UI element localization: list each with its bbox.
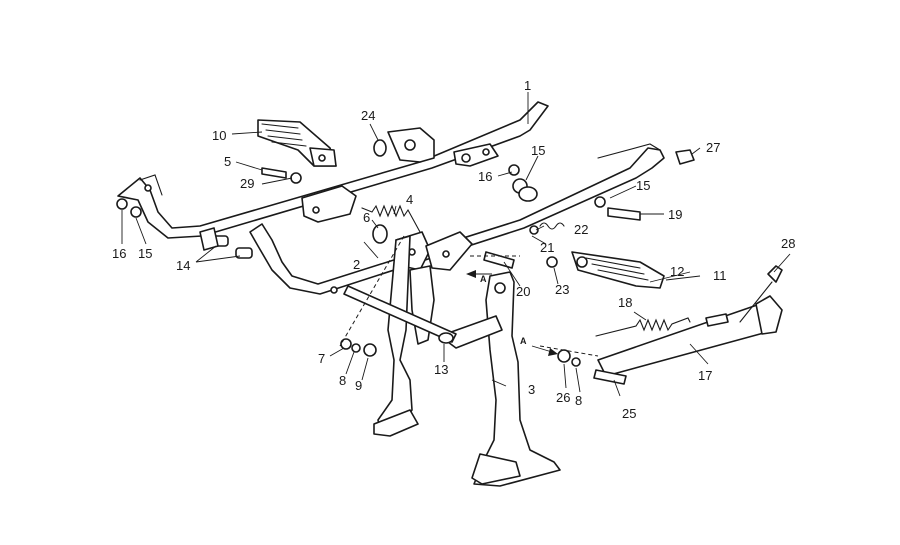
callout-29: 29 bbox=[240, 176, 254, 191]
callout-18: 18 bbox=[618, 295, 632, 310]
callout-5: 5 bbox=[224, 154, 231, 169]
callout-labels: 1 2 3 4 5 6 7 8 9 10 11 12 13 14 15 15 1… bbox=[112, 78, 795, 421]
upper-frame-bar bbox=[117, 101, 549, 239]
footpeg-left bbox=[257, 119, 337, 167]
callout-8b: 8 bbox=[575, 393, 582, 408]
callout-20: 20 bbox=[516, 284, 530, 299]
callout-9: 9 bbox=[355, 378, 362, 393]
callout-26: 26 bbox=[556, 390, 570, 405]
callout-21: 21 bbox=[540, 240, 554, 255]
side-stand bbox=[597, 295, 783, 377]
stand-knob bbox=[739, 265, 783, 323]
callout-11: 11 bbox=[713, 268, 727, 283]
callout-27: 27 bbox=[706, 140, 720, 155]
callout-15a: 15 bbox=[138, 246, 152, 261]
hardware bbox=[116, 139, 695, 385]
spring-4 bbox=[361, 204, 421, 233]
reference-arrow-a1: A bbox=[466, 270, 492, 284]
reference-arrow-a2: A bbox=[520, 336, 558, 356]
callout-2: 2 bbox=[353, 257, 360, 272]
callout-14: 14 bbox=[176, 258, 190, 273]
callout-8a: 8 bbox=[339, 373, 346, 388]
callout-15b: 15 bbox=[531, 143, 545, 158]
callout-17: 17 bbox=[698, 368, 712, 383]
callout-16a: 16 bbox=[112, 246, 126, 261]
callout-15c: 15 bbox=[636, 178, 650, 193]
center-stand bbox=[373, 235, 561, 487]
callout-7: 7 bbox=[318, 351, 325, 366]
marker-a1: A bbox=[480, 274, 487, 284]
pivot-axle bbox=[343, 285, 457, 344]
spring-18 bbox=[595, 317, 691, 337]
callout-1: 1 bbox=[524, 78, 531, 93]
leader-lines bbox=[121, 92, 791, 397]
callout-23: 23 bbox=[555, 282, 569, 297]
callout-19: 19 bbox=[668, 207, 682, 222]
callout-3: 3 bbox=[528, 382, 535, 397]
assembly-lines bbox=[339, 235, 599, 357]
callout-16b: 16 bbox=[478, 169, 492, 184]
callout-24: 24 bbox=[361, 108, 375, 123]
callout-12: 12 bbox=[670, 264, 684, 279]
callout-4: 4 bbox=[406, 192, 413, 207]
callout-25: 25 bbox=[622, 406, 636, 421]
callout-28: 28 bbox=[781, 236, 795, 251]
callout-6: 6 bbox=[363, 210, 370, 225]
callout-10: 10 bbox=[212, 128, 226, 143]
footpeg-right bbox=[571, 251, 665, 289]
marker-a2: A bbox=[520, 336, 527, 346]
callout-22: 22 bbox=[574, 222, 588, 237]
callout-13: 13 bbox=[434, 362, 448, 377]
